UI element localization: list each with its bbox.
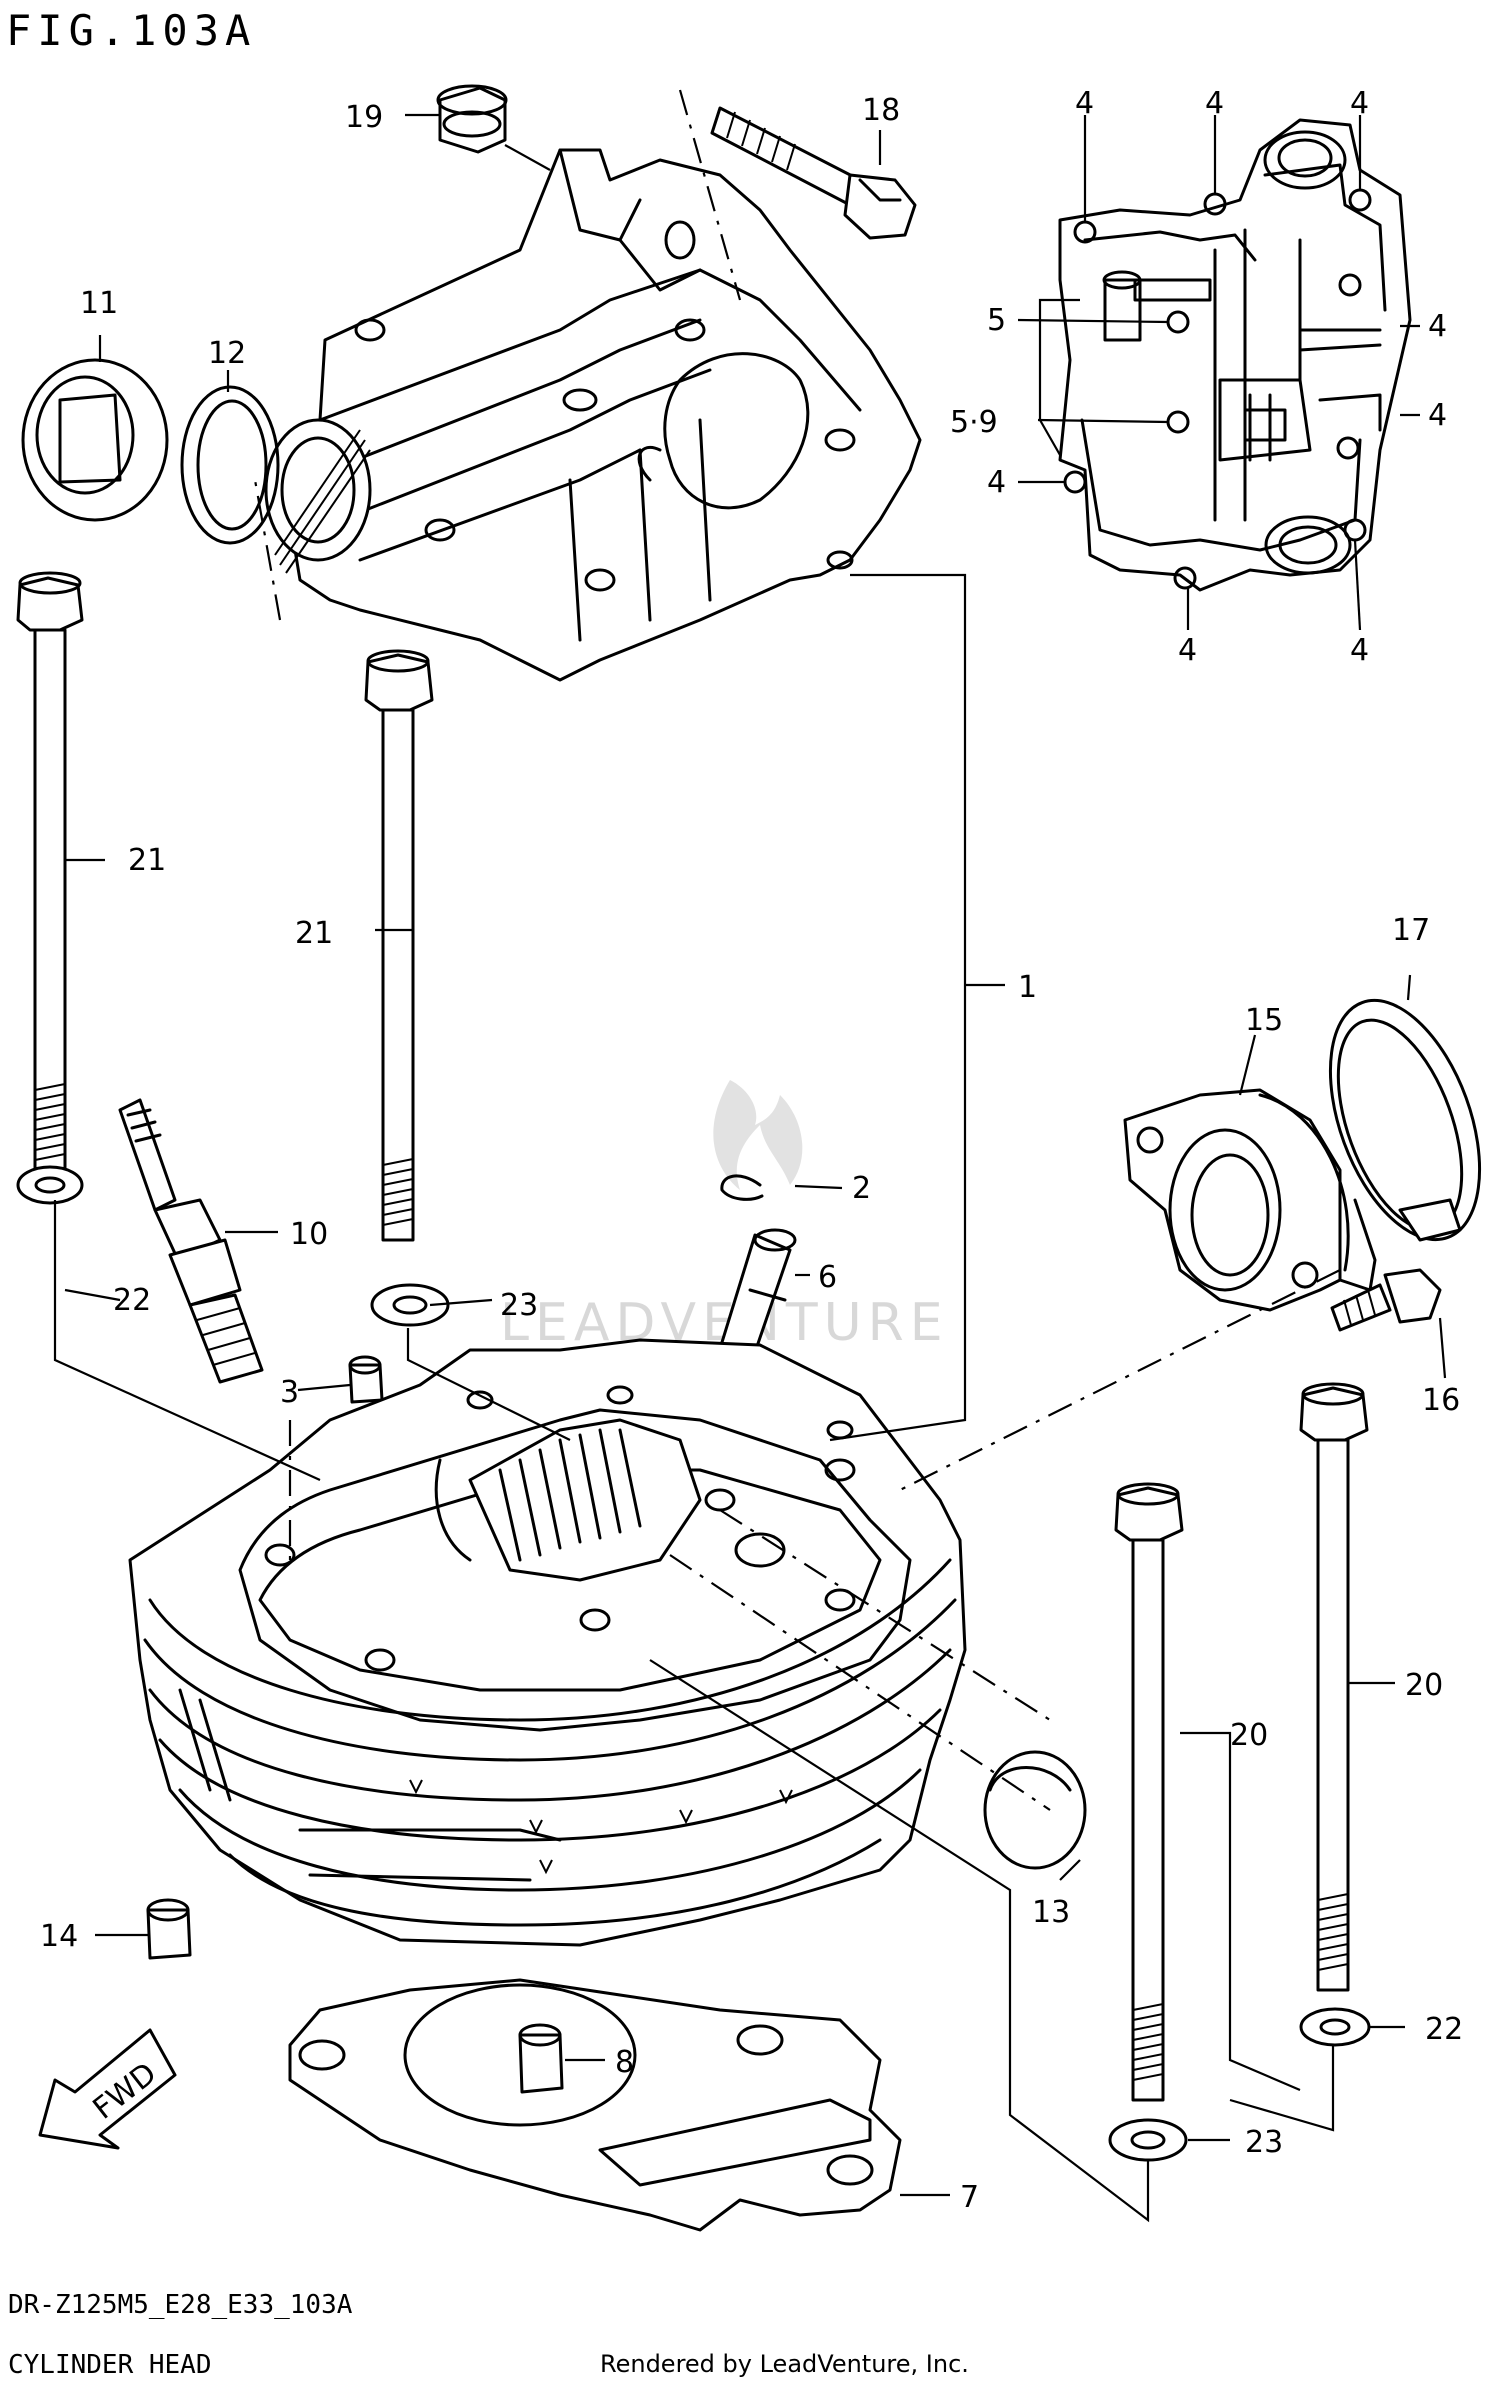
callout-15: 15 <box>1245 1003 1283 1038</box>
oil-filler-cap-11 <box>21 358 169 522</box>
callout-23-right: 23 <box>1245 2125 1283 2160</box>
callout-4-top-right: 4 <box>1350 86 1369 121</box>
stud-bolt-21-center <box>364 649 434 1242</box>
model-code: DR-Z125M5_E28_E33_103A <box>8 2290 353 2320</box>
hose-clamp-17 <box>1328 998 1482 1242</box>
dowel-pin-8 <box>518 2023 564 2094</box>
forward-direction-arrow: FWD <box>38 2028 177 2150</box>
callout-4-top-center: 4 <box>1205 86 1224 121</box>
callout-20-center: 20 <box>1230 1718 1268 1753</box>
plug-13 <box>983 1750 1087 1870</box>
callout-4-right-upper: 4 <box>1428 309 1447 344</box>
o-ring-12 <box>180 385 280 545</box>
stud-bolt-20-right <box>1299 1382 1369 1992</box>
callout-19: 19 <box>345 100 383 135</box>
callout-4-bottom-right: 4 <box>1350 633 1369 668</box>
cover-gasket-plan-view <box>1058 118 1412 592</box>
dowel-pin-3 <box>348 1355 384 1404</box>
washer-22-left <box>16 1165 84 1205</box>
callout-23-center: 23 <box>500 1288 538 1323</box>
callout-22-right: 22 <box>1425 2012 1463 2047</box>
leader-lines <box>53 89 1447 2223</box>
render-credit: Rendered by LeadVenture, Inc. <box>600 2350 969 2378</box>
spark-plug-10 <box>118 1098 264 1384</box>
bolt-18 <box>710 106 917 240</box>
washer-22-right <box>1299 2007 1371 2047</box>
callout-17: 17 <box>1392 913 1430 948</box>
callout-21-left: 21 <box>128 843 166 878</box>
screw-16 <box>1330 1268 1442 1332</box>
callout-20-right: 20 <box>1405 1668 1443 1703</box>
callout-6: 6 <box>818 1260 837 1295</box>
cylinder-head-body <box>128 1338 967 1947</box>
callout-7: 7 <box>960 2180 979 2215</box>
callout-4-left: 4 <box>987 465 1006 500</box>
callout-14: 14 <box>40 1919 78 1954</box>
dowel-pin-14 <box>146 1898 192 1960</box>
washer-23-right <box>1108 2118 1188 2162</box>
cylinder-head-gasket-7 <box>288 1978 902 2232</box>
figure-title: FIG.103A <box>6 6 257 55</box>
callout-12: 12 <box>208 336 246 371</box>
callout-1: 1 <box>1018 970 1037 1005</box>
callout-5: 5 <box>987 303 1006 338</box>
stud-bolt-21-left <box>16 571 84 1172</box>
leadventure-watermark: LEADVENTURE <box>500 1080 943 1353</box>
intake-pipe-15 <box>1123 1088 1377 1312</box>
callout-4-right-lower: 4 <box>1428 398 1447 433</box>
callout-13: 13 <box>1032 1895 1070 1930</box>
section-title: CYLINDER HEAD <box>8 2350 212 2380</box>
cap-nut-19 <box>436 84 508 154</box>
callout-5-9: 5·9 <box>950 405 998 440</box>
callout-8: 8 <box>615 2045 634 2080</box>
callout-3: 3 <box>280 1375 299 1410</box>
circlip-2 <box>720 1174 764 1201</box>
callout-18: 18 <box>862 93 900 128</box>
callout-4-bottom-left: 4 <box>1178 633 1197 668</box>
callout-2: 2 <box>852 1171 871 1206</box>
callout-16: 16 <box>1422 1383 1460 1418</box>
callout-11: 11 <box>80 286 118 321</box>
callout-22-left: 22 <box>113 1283 151 1318</box>
cylinder-head-cover <box>264 148 922 682</box>
callout-21-center: 21 <box>295 916 333 951</box>
callout-labels: 1 2 3 4 4 4 4 4 4 4 4 5 5·9 6 7 8 10 11 … <box>40 86 1463 2215</box>
stud-bolt-20-center <box>1114 1482 1184 2102</box>
callout-10: 10 <box>290 1217 328 1252</box>
callout-4-top-left: 4 <box>1075 86 1094 121</box>
washer-23-center <box>370 1283 450 1327</box>
